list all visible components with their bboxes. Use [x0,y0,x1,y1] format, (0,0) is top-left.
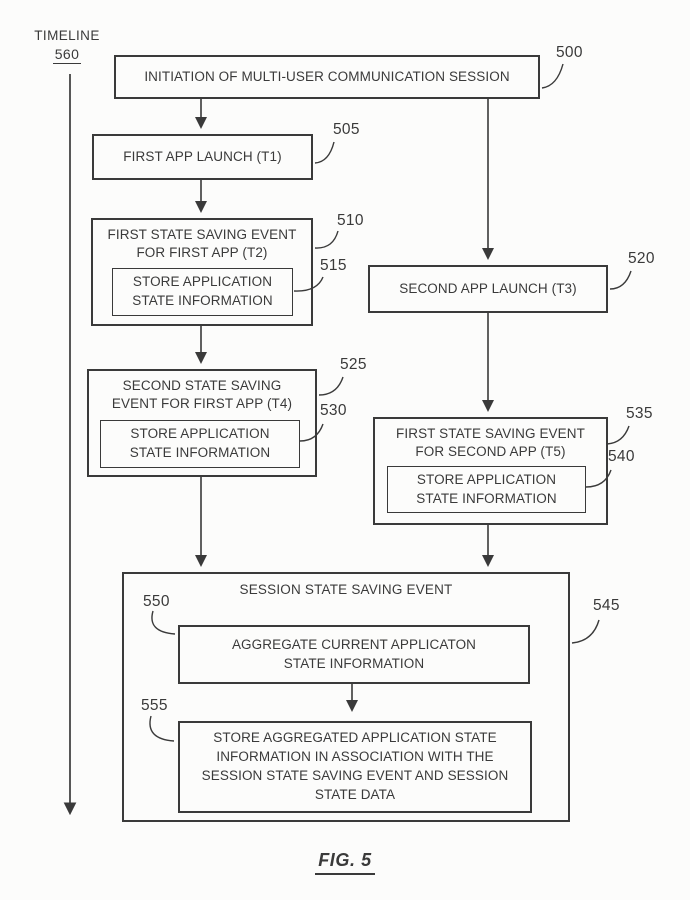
ref-leader-535 [606,425,630,445]
node-first-state-saving-first-app: FIRST STATE SAVING EVENT FOR FIRST APP (… [91,218,313,326]
timeline-label-block: TIMELINE 560 [28,28,106,64]
ref-leader-505 [314,141,335,164]
ref-leader-545 [571,619,600,644]
node-store-aggregated-label: STORE AGGREGATED APPLICATION STATE INFOR… [201,730,509,802]
node-second-state-saving-first-app: SECOND STATE SAVING EVENT FOR FIRST APP … [87,369,317,477]
node-store-state-t5-label: STORE APPLICATION STATE INFORMATION [416,471,557,506]
node-first-app-launch: FIRST APP LAUNCH (T1) [92,134,313,180]
ref-515: 515 [320,257,347,274]
ref-535: 535 [626,405,653,422]
node-session-state-saving: SESSION STATE SAVING EVENT AGGREGATE CUR… [122,572,570,822]
ref-520: 520 [628,250,655,267]
node-initiation: INITIATION OF MULTI-USER COMMUNICATION S… [114,55,540,99]
ref-505: 505 [333,121,360,138]
node-first-app-launch-label: FIRST APP LAUNCH (T1) [123,148,282,164]
node-store-state-t2-label: STORE APPLICATION STATE INFORMATION [132,274,273,308]
ref-500: 500 [556,44,583,61]
node-second-state-saving-first-app-label: SECOND STATE SAVING EVENT FOR FIRST APP … [111,378,293,412]
node-aggregate-state-label: AGGREGATE CURRENT APPLICATON STATE INFOR… [231,636,477,671]
node-session-state-saving-label: SESSION STATE SAVING EVENT [239,582,453,597]
timeline-label: TIMELINE [34,28,100,43]
figure-caption: FIG. 5 [315,850,375,875]
node-second-app-launch-label: SECOND APP LAUNCH (T3) [399,280,577,296]
ref-545: 545 [593,597,620,614]
node-store-state-t5: STORE APPLICATION STATE INFORMATION [387,466,586,513]
ref-525: 525 [340,356,367,373]
ref-555: 555 [141,697,168,714]
node-first-state-saving-first-app-label: FIRST STATE SAVING EVENT FOR FIRST APP (… [107,227,297,261]
node-first-state-saving-second-app: FIRST STATE SAVING EVENT FOR SECOND APP … [373,417,608,525]
ref-540: 540 [608,448,635,465]
ref-550: 550 [143,593,170,610]
figure-caption-row: FIG. 5 [0,850,690,875]
node-store-state-t4-label: STORE APPLICATION STATE INFORMATION [129,426,271,460]
timeline-ref-560: 560 [52,46,82,64]
ref-leader-510 [314,230,339,249]
node-store-aggregated: STORE AGGREGATED APPLICATION STATE INFOR… [178,721,532,813]
ref-510: 510 [337,212,364,229]
node-store-state-t4: STORE APPLICATION STATE INFORMATION [100,420,300,468]
ref-530: 530 [320,402,347,419]
node-initiation-label: INITIATION OF MULTI-USER COMMUNICATION S… [144,68,510,84]
node-second-app-launch: SECOND APP LAUNCH (T3) [368,265,608,313]
node-aggregate-state: AGGREGATE CURRENT APPLICATON STATE INFOR… [178,625,530,684]
ref-leader-525 [318,376,344,396]
node-store-state-t2: STORE APPLICATION STATE INFORMATION [112,268,293,316]
ref-leader-520 [609,270,632,290]
ref-leader-500 [541,63,564,89]
node-first-state-saving-second-app-label: FIRST STATE SAVING EVENT FOR SECOND APP … [396,426,585,460]
